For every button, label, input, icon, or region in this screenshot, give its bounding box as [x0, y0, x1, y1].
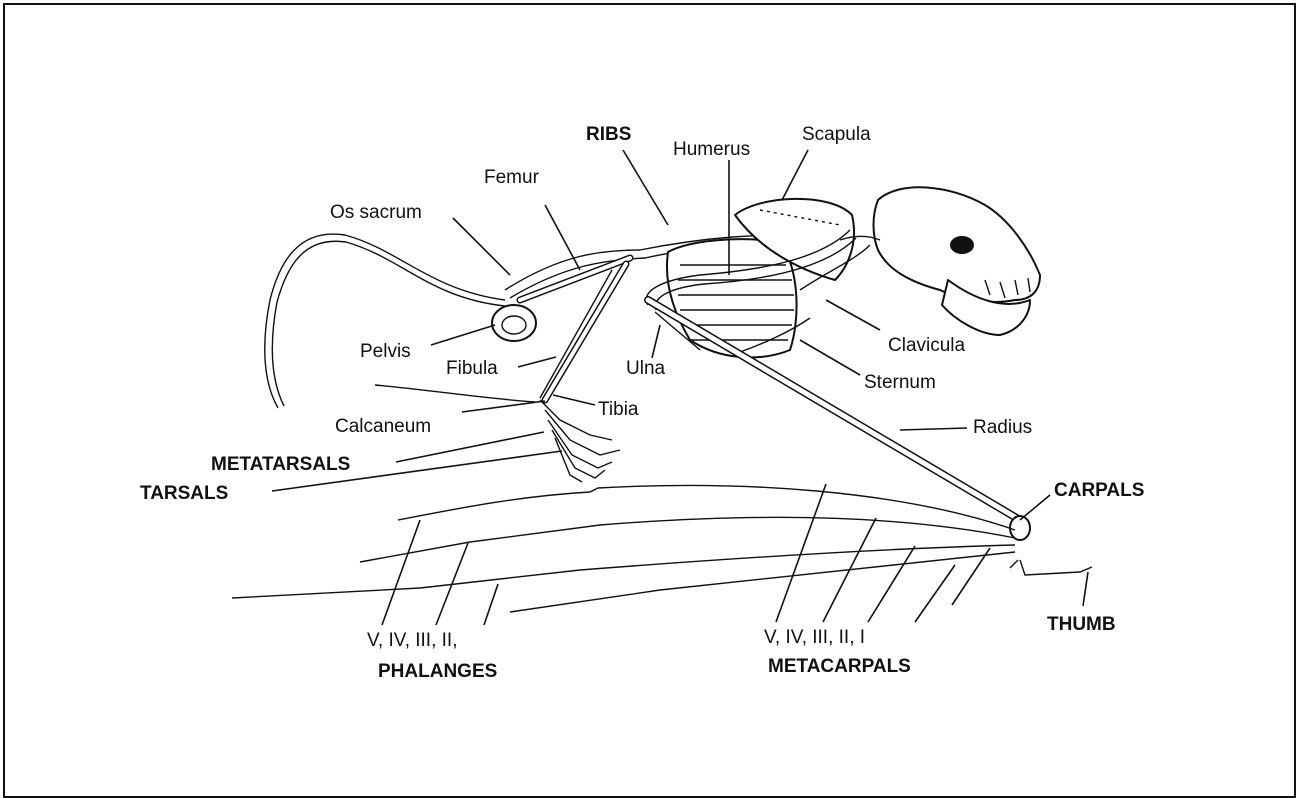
tail-bone [265, 234, 505, 408]
wing-digits [232, 485, 1018, 612]
label-tarsals: TARSALS [140, 483, 228, 504]
label-tibia: Tibia [598, 399, 639, 420]
label-ulna: Ulna [626, 358, 666, 379]
label-calcaneum: Calcaneum [335, 416, 431, 437]
label-femur: Femur [484, 167, 540, 188]
label-os-sacrum: Os sacrum [330, 202, 422, 223]
label-phalanges: PHALANGES [378, 661, 497, 682]
label-metacarpals: METACARPALS [768, 656, 911, 677]
label-fibula: Fibula [446, 358, 498, 379]
label-humerus: Humerus [673, 139, 750, 160]
label-thumb: THUMB [1047, 614, 1116, 635]
skull [874, 187, 1041, 335]
label-pelvis: Pelvis [360, 341, 411, 362]
labels: RIBS Humerus Scapula Femur Os sacrum Pel… [140, 124, 1144, 682]
label-scapula: Scapula [802, 124, 871, 145]
label-carpals: CARPALS [1054, 480, 1144, 501]
pelvis-bone [492, 305, 536, 341]
label-phalanges-digits: V, IV, III, II, [367, 630, 457, 651]
label-metatarsals: METATARSALS [211, 454, 350, 475]
thumb-bone [1020, 560, 1092, 575]
bat-skeleton [232, 187, 1092, 612]
calcaneum-bone [375, 385, 535, 402]
label-metacarpals-digits: V, IV, III, II, I [764, 627, 865, 648]
label-sternum: Sternum [864, 372, 936, 393]
label-radius: Radius [973, 417, 1032, 438]
label-clavicula: Clavicula [888, 335, 966, 356]
label-ribs: RIBS [586, 124, 631, 145]
rib-cage [667, 239, 797, 357]
